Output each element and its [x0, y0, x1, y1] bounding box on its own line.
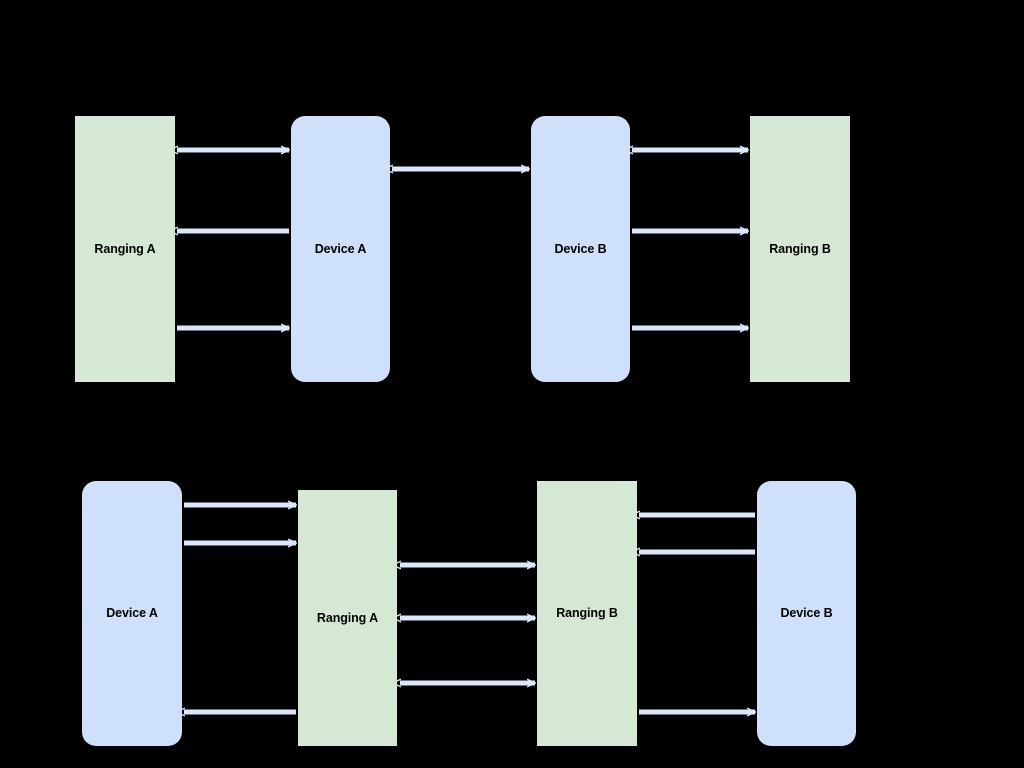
- arrow-ranging-a-to-device-a-hitbox[interactable]: [177, 321, 289, 335]
- node-label: Device A: [106, 606, 158, 620]
- node-label: Ranging B: [769, 241, 831, 256]
- node-bot-device-b[interactable]: Device B: [757, 481, 856, 746]
- arrow-device-a-to-ranging-a-upper-hitbox[interactable]: [184, 498, 296, 512]
- arrow-ranging-b-to-device-b-hitbox[interactable]: [639, 705, 755, 719]
- arrow-ranging-a-ranging-b-bidirectional-lower-hitbox[interactable]: [400, 676, 535, 690]
- node-label: Device B: [554, 241, 607, 256]
- node-bot-ranging-a[interactable]: Ranging A: [298, 490, 397, 746]
- arrow-device-a-to-ranging-a-lower-hitbox[interactable]: [184, 536, 296, 550]
- node-bot-device-a[interactable]: Device A: [82, 481, 182, 746]
- node-top-ranging-a[interactable]: Ranging A: [75, 116, 175, 382]
- node-bot-ranging-b[interactable]: Ranging B: [537, 481, 637, 746]
- arrow-ranging-a-device-a-bidirectional-hitbox[interactable]: [177, 143, 289, 157]
- node-top-device-b[interactable]: Device B: [531, 116, 630, 382]
- arrow-ranging-a-ranging-b-bidirectional-upper-hitbox[interactable]: [400, 558, 535, 572]
- arrow-device-a-to-ranging-a-hitbox[interactable]: [177, 224, 289, 238]
- node-label: Device B: [780, 606, 833, 620]
- node-top-device-a[interactable]: Device A: [291, 116, 390, 382]
- node-label: Ranging B: [556, 606, 618, 620]
- arrow-device-b-ranging-b-bidirectional-hitbox[interactable]: [632, 143, 748, 157]
- arrow-device-b-to-ranging-b-lower-hitbox[interactable]: [632, 321, 748, 335]
- arrow-device-b-to-ranging-b-upper-hitbox[interactable]: [639, 508, 755, 522]
- arrow-ranging-a-to-device-a-hitbox[interactable]: [184, 705, 296, 719]
- node-label: Device A: [314, 241, 367, 256]
- arrow-device-b-to-ranging-b-lower-hitbox[interactable]: [639, 545, 755, 559]
- arrow-ranging-a-ranging-b-bidirectional-middle-hitbox[interactable]: [400, 611, 535, 625]
- node-top-ranging-b[interactable]: Ranging B: [750, 116, 850, 382]
- node-label: Ranging A: [316, 610, 379, 625]
- arrow-device-a-device-b-bidirectional-hitbox[interactable]: [392, 162, 529, 176]
- node-label: Ranging A: [94, 241, 156, 256]
- arrow-device-b-to-ranging-b-upper-hitbox[interactable]: [632, 224, 748, 238]
